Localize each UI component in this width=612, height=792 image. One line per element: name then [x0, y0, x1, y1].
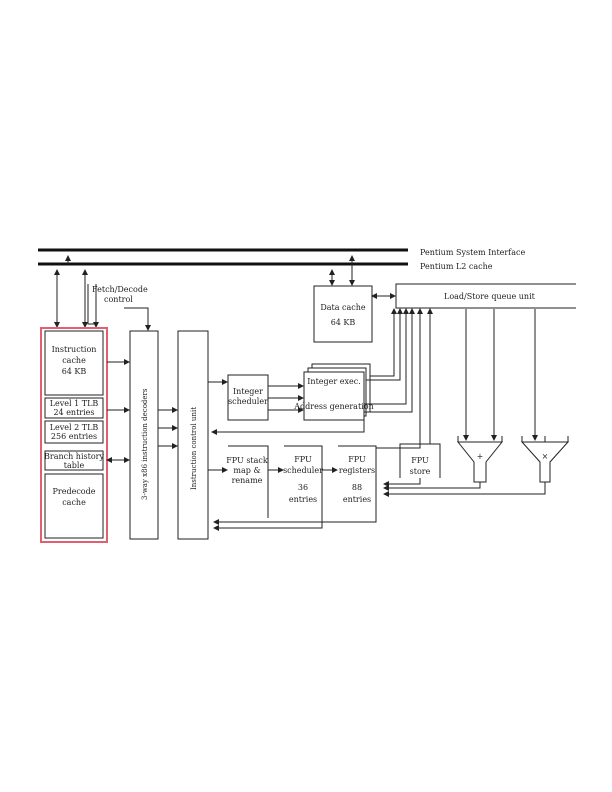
fetch-to-decoder-arrow [124, 307, 151, 331]
predecode-label-2: cache [62, 498, 86, 507]
fpu-regs-label-3: 88 [352, 483, 362, 492]
int-exec-label-2: Address generation [293, 402, 373, 411]
fmul-unit-shape [520, 441, 570, 483]
fpu-regs-label-4: entries [343, 495, 371, 504]
dcache-label-2: 64 KB [331, 318, 356, 327]
data-cache-box [313, 285, 373, 343]
exec-to-lsq-arrow-4 [364, 308, 415, 413]
load-store-queue-box [395, 283, 576, 309]
fpu-stack-box [228, 445, 269, 518]
fpu-registers-box [338, 445, 377, 514]
l2-tlb-label-1: Level 2 TLB [50, 423, 99, 432]
fetch-decode-label-1: Fetch/Decode [92, 285, 148, 294]
l1-tlb-label-2: 24 entries [53, 408, 94, 417]
x86-decoders-box [129, 330, 159, 540]
l2-tlb-box [44, 420, 104, 444]
predecode-label-1: Predecode [53, 487, 96, 496]
fpu-sched-label-3: 36 [298, 483, 308, 492]
exec-to-lsq-arrow-2 [366, 308, 403, 381]
icu-label: Instruction control unit [190, 407, 198, 490]
fpu-retire-arrow-2 [213, 510, 323, 531]
exec-to-lsq-arrow-3 [364, 308, 409, 405]
l2-cache-label: Pentium L2 cache [420, 262, 493, 271]
integer-scheduler-box [227, 374, 269, 421]
bht-label-2: table [64, 461, 85, 470]
fpu-sched-label-1: FPU [294, 455, 312, 464]
dcache-label-1: Data cache [320, 303, 366, 312]
fpu-to-lsq-arrow-1 [376, 308, 423, 449]
fpu-stack-label-2: map & [233, 466, 260, 475]
bht-label-1: Branch history [44, 452, 104, 461]
fpu-store-label-2: store [410, 467, 431, 476]
int-sched-label-2: scheduler [228, 397, 268, 406]
branch-history-box [44, 450, 104, 471]
l2-tlb-label-2: 256 entries [51, 432, 97, 441]
integer-exec-box [303, 371, 365, 421]
l1-tlb-box [44, 397, 104, 419]
fpu-sched-label-4: entries [289, 495, 317, 504]
decoder-label: 3-way x86 instruction decoders [141, 388, 149, 500]
fpu-store-box [399, 443, 441, 478]
icache-label-2: cache [62, 356, 86, 365]
fmul-result-arrow [383, 482, 546, 497]
fpu-retire-arrow-1 [213, 500, 377, 525]
frontend-highlight [40, 327, 108, 543]
icache-label-1: Instruction [52, 345, 97, 354]
fpu-regs-label-2: registers [339, 466, 375, 475]
fpu-regs-label-1: FPU [348, 455, 366, 464]
int-result-arrow [211, 420, 365, 435]
fetch-decode-label-2: control [104, 295, 133, 304]
int-sched-label-1: Integer [233, 387, 263, 396]
fetch-decode-line [87, 284, 95, 325]
exec-to-lsq-arrow-1 [370, 308, 397, 377]
predecode-cache-box [44, 473, 104, 539]
fpu-stack-label-3: rename [232, 476, 263, 485]
fpu-scheduler-box [284, 445, 323, 518]
fpu-sched-label-2: scheduler [283, 466, 323, 475]
l1-tlb-label-1: Level 1 TLB [50, 399, 99, 408]
icache-label-3: 64 KB [62, 367, 87, 376]
fadd-unit-shape [456, 441, 504, 483]
fpu-stack-label-1: FPU stack [226, 456, 268, 465]
fmul-label: × [542, 452, 549, 461]
int-exec-label-1: Integer exec. [307, 377, 361, 386]
fpu-store-to-regs-arrow [383, 478, 421, 487]
instruction-cache-box [44, 330, 104, 396]
fadd-result-arrow [383, 482, 481, 491]
lsq-label: Load/Store queue unit [444, 292, 536, 301]
fadd-label: + [477, 452, 484, 461]
system-interface-label: Pentium System Interface [420, 248, 525, 257]
instruction-control-unit-box [177, 330, 209, 540]
fpu-store-label-1: FPU [411, 456, 429, 465]
